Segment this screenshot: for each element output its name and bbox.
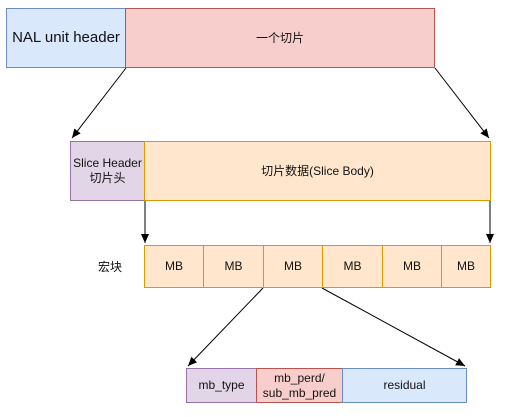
mb-type-cell: mb_type bbox=[186, 368, 257, 403]
slice-body-box: 切片数据(Slice Body) bbox=[144, 141, 491, 201]
slice-box: 一个切片 bbox=[125, 8, 435, 68]
macroblock-cell: MB bbox=[144, 245, 204, 288]
macroblock-cell: MB bbox=[322, 245, 383, 288]
macroblock-cell: MB bbox=[263, 245, 323, 288]
arrow-mb-to-type bbox=[187, 287, 264, 367]
macroblock-cell: MB bbox=[382, 245, 442, 288]
macroblock-detail-row: mb_type mb_perd/ sub_mb_pred residual bbox=[186, 368, 467, 403]
nal-unit-header-box: NAL unit header bbox=[6, 8, 126, 68]
macroblock-row: MB MB MB MB MB MB bbox=[144, 245, 491, 288]
arrow-mb-to-residual bbox=[321, 287, 466, 367]
residual-cell: residual bbox=[342, 368, 467, 403]
arrow-slice-to-header bbox=[71, 67, 127, 139]
slice-header-box: Slice Header 切片头 bbox=[70, 141, 145, 201]
macroblock-cell: MB bbox=[203, 245, 264, 288]
macroblock-label: 宏块 bbox=[98, 260, 123, 274]
arrow-slice-to-body-end bbox=[434, 67, 490, 139]
mb-pred-cell: mb_perd/ sub_mb_pred bbox=[256, 368, 343, 403]
macroblock-cell: MB bbox=[441, 245, 491, 288]
